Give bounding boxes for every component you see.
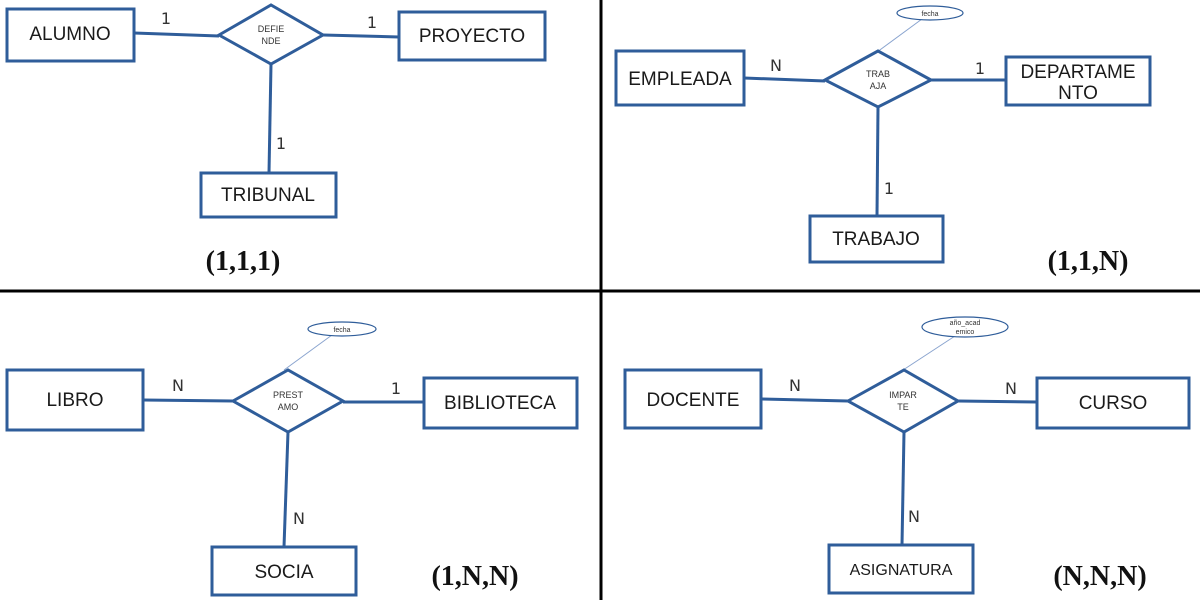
connector-curso bbox=[957, 399, 1038, 404]
entity-departamento-label-line2: NTO bbox=[1058, 83, 1098, 104]
entity-libro-label: LIBRO bbox=[46, 390, 103, 411]
cardinality-ratio: (N,N,N) bbox=[1053, 561, 1146, 592]
quadrant-2: fecha EMPLEADA DEPARTAME NTO TRABAJO TRA… bbox=[614, 5, 1152, 277]
entity-departamento-label-line1: DEPARTAME bbox=[1020, 62, 1135, 83]
cardinality-biblioteca: 1 bbox=[391, 379, 401, 398]
cardinality-docente: N bbox=[789, 376, 801, 395]
relationship-prestamo[interactable] bbox=[229, 368, 347, 434]
relationship-label-line2: NDE bbox=[261, 36, 280, 46]
entity-docente[interactable] bbox=[623, 368, 763, 430]
attribute-fecha-label: fecha bbox=[921, 11, 938, 18]
connector-alumno bbox=[133, 31, 220, 38]
entity-proyecto-label: PROYECTO bbox=[419, 26, 525, 47]
cardinality-ratio: (1,1,1) bbox=[206, 246, 281, 277]
entity-socia[interactable] bbox=[210, 545, 358, 597]
cardinality-alumno: 1 bbox=[161, 9, 171, 28]
cardinality-empleada: N bbox=[770, 56, 782, 75]
entity-alumno-label: ALUMNO bbox=[29, 24, 110, 45]
attribute-label-line1: año_acad bbox=[950, 320, 981, 327]
quadrant-4: año_acad emico DOCENTE CURSO ASIGNATURA … bbox=[623, 316, 1191, 595]
attribute-connector bbox=[872, 18, 923, 56]
relationship-label-line2: AMO bbox=[278, 402, 299, 412]
attribute-ano-academico[interactable] bbox=[921, 316, 1009, 338]
cardinality-curso: N bbox=[1005, 379, 1017, 398]
entity-docente-label: DOCENTE bbox=[647, 390, 740, 411]
cardinality-asignatura: N bbox=[908, 507, 920, 526]
cardinality-ratio: (1,1,N) bbox=[1048, 246, 1129, 277]
cardinality-trabajo: 1 bbox=[884, 179, 894, 198]
quadrant-1: ALUMNO PROYECTO TRIBUNAL DEFIE NDE 1 1 1… bbox=[5, 3, 547, 277]
entity-libro[interactable] bbox=[5, 368, 145, 432]
cardinality-tribunal: 1 bbox=[276, 134, 286, 153]
entity-curso-label: CURSO bbox=[1079, 393, 1148, 414]
connector-tribunal bbox=[267, 63, 273, 174]
entity-asignatura-label: ASIGNATURA bbox=[850, 562, 953, 579]
attribute-connector bbox=[283, 334, 333, 371]
entity-tribunal[interactable] bbox=[199, 171, 338, 219]
entity-trabajo-label: TRABAJO bbox=[832, 229, 920, 250]
entity-trabajo[interactable] bbox=[808, 214, 945, 264]
entity-empleada-label: EMPLEADA bbox=[628, 69, 732, 90]
relationship-label-line1: DEFIE bbox=[258, 24, 285, 34]
connector-libro bbox=[142, 398, 234, 403]
entity-empleada[interactable] bbox=[614, 49, 746, 107]
entity-asignatura[interactable] bbox=[827, 543, 975, 595]
relationship-defiende[interactable] bbox=[215, 3, 327, 66]
relationship-trabaja[interactable] bbox=[821, 49, 935, 109]
entity-alumno[interactable] bbox=[5, 7, 136, 63]
relationship-label-line2: TE bbox=[897, 402, 909, 412]
entity-tribunal-label: TRIBUNAL bbox=[221, 185, 315, 206]
entity-biblioteca-label: BIBLIOTECA bbox=[444, 393, 556, 414]
attribute-fecha[interactable] bbox=[896, 5, 964, 21]
quadrant-3: fecha LIBRO BIBLIOTECA SOCIA PREST AMO N… bbox=[5, 321, 579, 597]
entity-socia-label: SOCIA bbox=[254, 562, 313, 583]
connector-socia bbox=[282, 431, 290, 548]
cardinality-libro: N bbox=[172, 376, 184, 395]
entity-departamento[interactable] bbox=[1004, 55, 1152, 107]
relationship-label-line1: TRAB bbox=[866, 69, 890, 79]
connector-trabajo bbox=[875, 106, 880, 217]
connector-proyecto bbox=[322, 33, 400, 39]
entity-biblioteca[interactable] bbox=[422, 376, 579, 430]
relationship-imparte[interactable] bbox=[844, 368, 962, 434]
attribute-label-line2: emico bbox=[956, 329, 975, 336]
attribute-connector bbox=[899, 335, 956, 373]
connector-asignatura bbox=[900, 431, 906, 546]
relationship-label-line2: AJA bbox=[870, 81, 887, 91]
cardinality-ratio: (1,N,N) bbox=[431, 561, 518, 592]
cardinality-departamento: 1 bbox=[975, 59, 985, 78]
entity-proyecto[interactable] bbox=[397, 10, 547, 62]
connector-docente bbox=[760, 397, 849, 403]
cardinality-socia: N bbox=[293, 509, 305, 528]
relationship-label-line1: IMPAR bbox=[889, 390, 917, 400]
attribute-fecha[interactable] bbox=[307, 321, 377, 337]
relationship-label-line1: PREST bbox=[273, 390, 304, 400]
connector-empleada bbox=[743, 76, 826, 83]
attribute-fecha-label: fecha bbox=[333, 327, 350, 334]
entity-curso[interactable] bbox=[1035, 376, 1191, 430]
cardinality-proyecto: 1 bbox=[367, 13, 377, 32]
